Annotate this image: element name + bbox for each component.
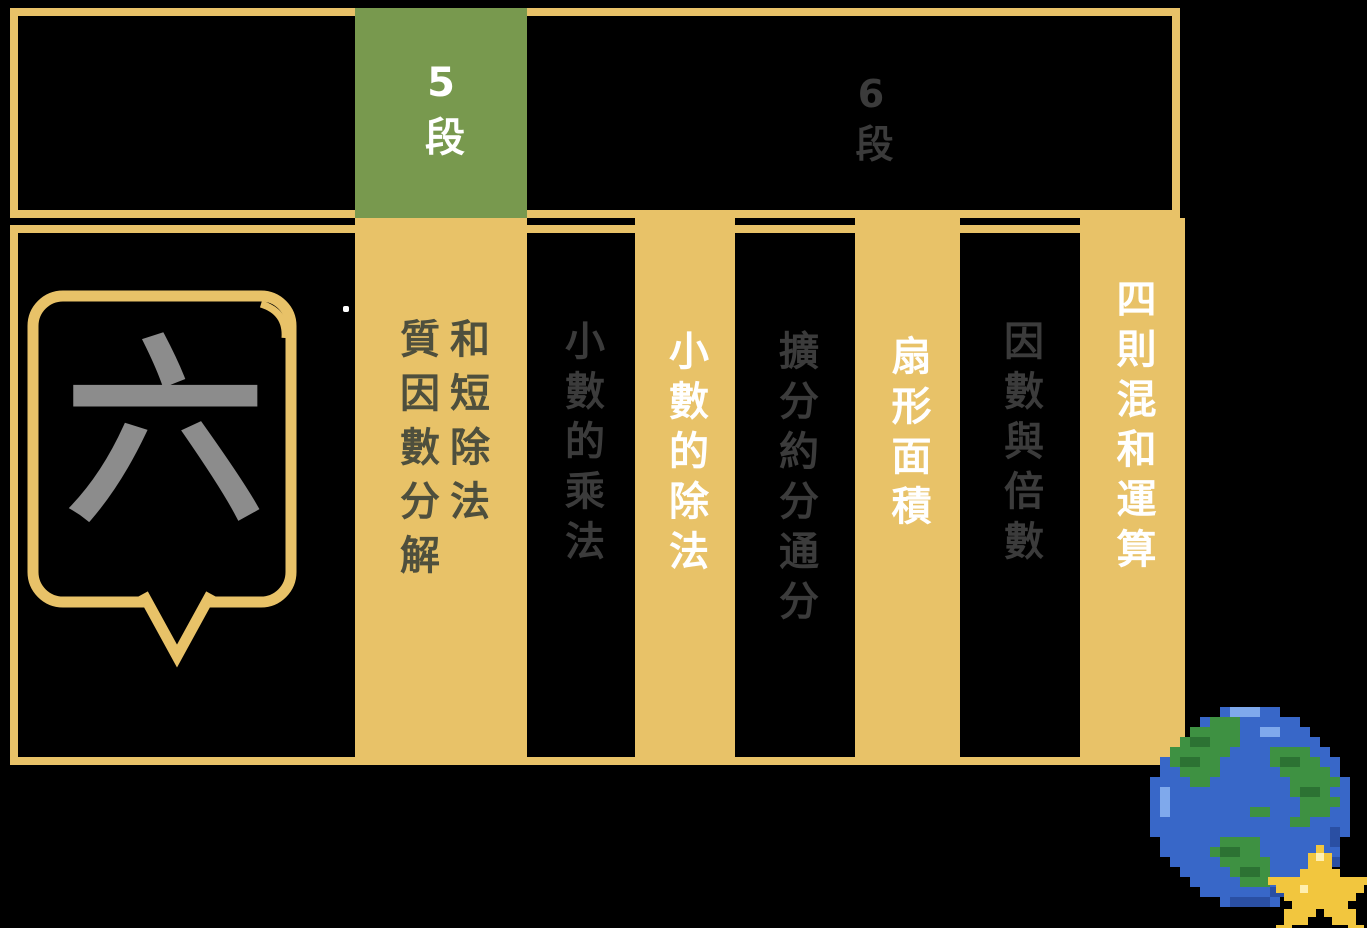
tab-level-6-label: 6段	[848, 72, 893, 170]
unit-label: 小數的除法	[662, 330, 708, 580]
unit-column-sector-area[interactable]: 扇形面積	[855, 218, 960, 765]
tab-level-5[interactable]: 5段	[355, 8, 527, 218]
unit-column-prime-factorization[interactable]: 和短除法 質因數分解	[355, 218, 527, 765]
unit-label: 四則混和運算	[1109, 278, 1156, 578]
earth-globe-icon	[1150, 707, 1350, 907]
unit-label: 和短除法 質因數分解	[393, 318, 489, 588]
tab-level-6[interactable]: 6段	[836, 62, 904, 180]
tab-level-5-label: 5段	[418, 60, 464, 166]
unit-column-mixed-operations[interactable]: 四則混和運算	[1080, 218, 1185, 765]
unit-label: 小數的乘法	[558, 320, 604, 570]
speech-bubble-outline-icon	[27, 290, 297, 668]
level-tab-bar	[10, 8, 1180, 218]
unit-label: 因數與倍數	[997, 320, 1043, 570]
sparkle-dot	[343, 306, 349, 312]
unit-column-decimal-division[interactable]: 小數的除法	[635, 218, 735, 765]
unit-label: 擴分約分通分	[772, 330, 818, 630]
grade-character: 六	[65, 318, 266, 551]
unit-column-fraction-expansion[interactable]: 擴分約分通分	[735, 233, 855, 757]
grade-speech-bubble	[25, 288, 315, 673]
star-icon	[1268, 845, 1367, 928]
unit-label: 扇形面積	[884, 335, 931, 535]
unit-column-factors-multiples[interactable]: 因數與倍數	[960, 233, 1080, 757]
unit-column-decimal-multiplication[interactable]: 小數的乘法	[527, 233, 635, 757]
